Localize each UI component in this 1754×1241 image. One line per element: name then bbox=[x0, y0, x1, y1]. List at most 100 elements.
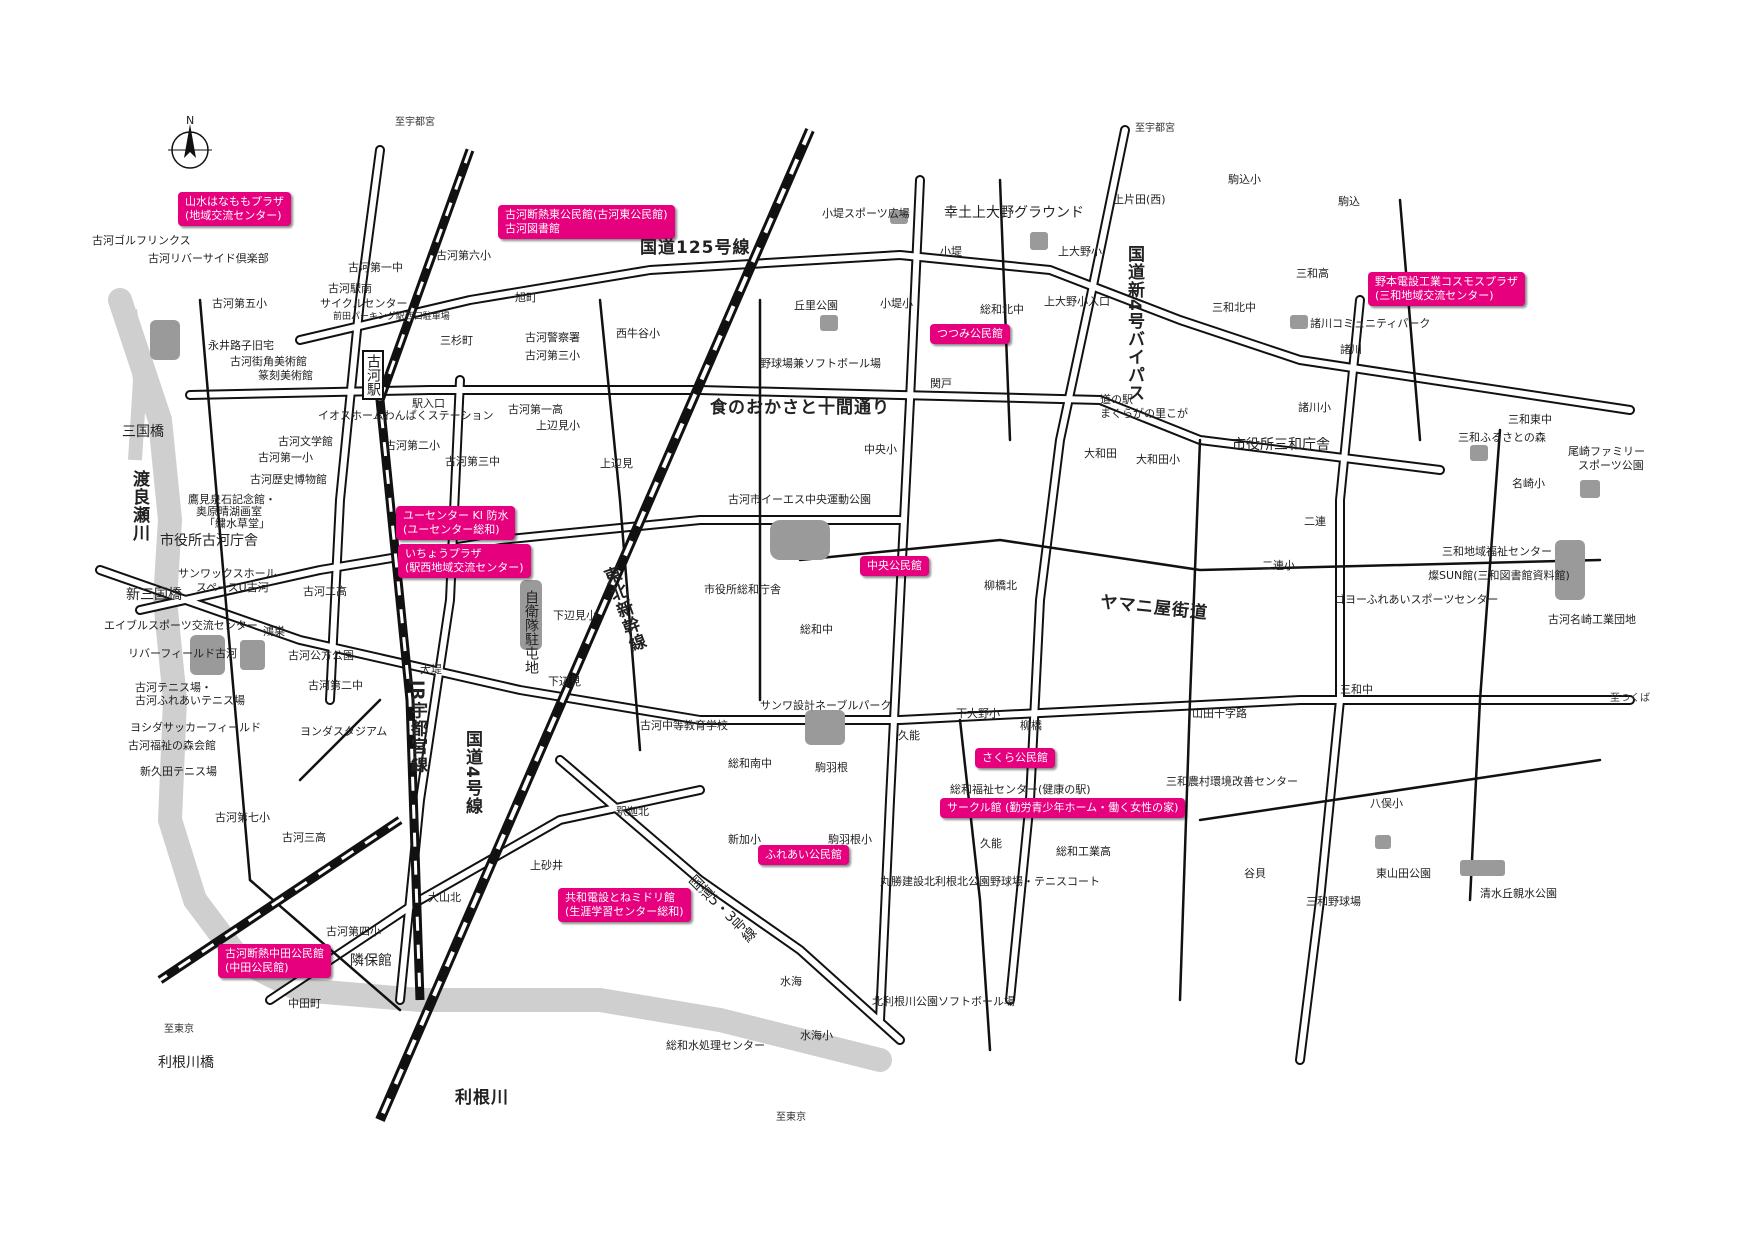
road-bypass: 国道新4号バイパス bbox=[1124, 245, 1144, 402]
circle-line1: サークル館 (勤労青少年ホーム・働く女性の家) bbox=[947, 801, 1179, 814]
icho-line2: (駅西地域交流センター) bbox=[405, 560, 524, 574]
dest-utsunomiya-e: 至宇都宮 bbox=[1135, 123, 1175, 134]
road-r4: 国道4号線 bbox=[462, 730, 482, 815]
lbl-riverfield: リバーフィールド古河 bbox=[128, 647, 238, 660]
label-icho-plaza[interactable]: いちょうプラザ (駅西地域交流センター) bbox=[398, 544, 531, 578]
label-yucenter[interactable]: ユーセンター KI 防水 (ユーセンター総和) bbox=[396, 506, 516, 540]
lbl-daishi: 古河第四小 bbox=[326, 925, 381, 938]
lbl-komahane-sho: 駒羽根小 bbox=[828, 833, 872, 846]
lbl-yoshida-field: ヨシダサッカーフィールド bbox=[130, 721, 262, 734]
lbl-rekishi: 古河歴史博物館 bbox=[250, 473, 327, 486]
lbl-daiichichu: 古河第一中 bbox=[348, 261, 403, 274]
lbl-daisan: 古河第三小 bbox=[525, 349, 580, 362]
dest-tokyo-w: 至東京 bbox=[164, 1024, 194, 1035]
lbl-daisanchu: 古河第三中 bbox=[445, 455, 500, 468]
watarase-river bbox=[108, 288, 892, 1072]
lbl-ableks: エイブルスポーツ交流センター bbox=[104, 619, 258, 632]
lbl-ekiminami: 古河駅南 bbox=[328, 282, 372, 295]
lbl-kamiono-sho: 上大野小 bbox=[1058, 245, 1102, 258]
lbl-komahane: 駒羽根 bbox=[815, 761, 848, 774]
lbl-takami: 鷹見泉石記念館・ bbox=[188, 493, 276, 506]
lbl-nagai: 永井路子旧宅 bbox=[208, 339, 274, 352]
lbl-golf: 古河ゴルフリンクス bbox=[92, 234, 191, 247]
label-fureai-kominkan[interactable]: ふれあい公民館 bbox=[758, 845, 849, 865]
lbl-fukushi-center: 総和福祉センター(健康の駅) bbox=[950, 783, 1091, 796]
label-tsutsumi[interactable]: つつみ公民館 bbox=[930, 324, 1010, 344]
label-sakura-kominkan[interactable]: さくら公民館 bbox=[975, 748, 1055, 768]
lbl-shimooono: 下大野小 bbox=[956, 707, 1000, 720]
lbl-ooyamakita: 大山北 bbox=[428, 891, 461, 904]
watarase-river-branch bbox=[123, 309, 148, 461]
dest-tsukuba: 至つくば bbox=[1610, 693, 1650, 704]
label-circle-kan[interactable]: サークル館 (勤労青少年ホーム・働く女性の家) bbox=[940, 798, 1186, 818]
lbl-yamada: 山田十字路 bbox=[1192, 707, 1247, 720]
lbl-niko: 古河二高 bbox=[303, 585, 347, 598]
lbl-kamiono-iriguchi: 上大野小入口 bbox=[1044, 295, 1110, 308]
lbl-sunworks: サンワックスホール bbox=[178, 567, 277, 580]
lbl-kotsutsumi: 小堤 bbox=[940, 245, 962, 258]
label-koga-higashi[interactable]: 古河断熱東公民館(古河東公民館) 古河図書館 bbox=[498, 205, 675, 239]
lbl-shimobemi: 下辺見 bbox=[548, 675, 581, 688]
lbl-michinoeki: 道の駅 bbox=[1100, 393, 1133, 406]
lbl-makuraga: まくらがの里こが bbox=[1100, 407, 1188, 420]
lbl-cycle-center: サイクルセンター bbox=[320, 297, 408, 310]
road-r125: 国道125号線 bbox=[640, 238, 751, 258]
koga-station[interactable]: 古河駅 bbox=[362, 350, 384, 400]
nomoto-line2: (三和地域交流センター) bbox=[1375, 288, 1494, 302]
road-jr: JR宇都宮線 bbox=[407, 680, 427, 774]
yucenter-line2: (ユーセンター総和) bbox=[403, 522, 500, 536]
label-sansui-plaza[interactable]: 山水はなももプラザ (地域交流センター) bbox=[178, 192, 291, 226]
sansui-line2: (地域交流センター) bbox=[185, 208, 282, 222]
label-nakada-kominkan[interactable]: 古河断熱中田公民館 (中田公民館) bbox=[218, 944, 331, 978]
lbl-fureai-tennis: 古河ふれあいテニス場 bbox=[135, 694, 245, 707]
label-nomoto-cosmos[interactable]: 野本電設工業コスモスプラザ (三和地域交流センター) bbox=[1368, 272, 1525, 306]
dest-tokyo-s: 至東京 bbox=[776, 1112, 806, 1123]
lbl-daiichisho: 古河第一小 bbox=[258, 451, 313, 464]
lbl-mizumi-sho: 水海小 bbox=[800, 1029, 833, 1042]
lbl-nirenbashi: 二連 bbox=[1304, 515, 1326, 528]
lbl-sanko: 古河三高 bbox=[282, 831, 326, 844]
lbl-nakadamachi: 中田町 bbox=[288, 997, 321, 1010]
lbl-kobori-sports: 小堤スポーツ広場 bbox=[822, 207, 910, 220]
lbl-chuo-sho: 中央小 bbox=[864, 443, 897, 456]
river-watarase: 渡良瀬川 bbox=[129, 470, 149, 542]
sansui-line1: 山水はなももプラザ bbox=[185, 195, 284, 208]
lbl-kamisunai: 上砂井 bbox=[530, 859, 563, 872]
lbl-marukatsu: 丸勝建設北利根北公園野球場・テニスコート bbox=[880, 875, 1100, 888]
lbl-sekido: 関戸 bbox=[930, 377, 952, 390]
lbl-eies: 古河市イーエス中央運動公園 bbox=[728, 493, 871, 506]
lbl-hachiman: 八俣小 bbox=[1370, 797, 1403, 810]
lbl-niren-sho: 二連小 bbox=[1262, 559, 1295, 572]
lbl-asahimachi: 旭町 bbox=[515, 291, 537, 304]
lbl-sanwa-ko: 三和高 bbox=[1296, 267, 1329, 280]
lbl-yakyu: 野球場兼ソフトボール場 bbox=[760, 357, 881, 370]
lbl-kouen: 古河公方公園 bbox=[288, 649, 354, 662]
lbl-okamura-park: 丘里公園 bbox=[794, 299, 838, 312]
road-network bbox=[95, 125, 1635, 1065]
lbl-riverside: 古河リバーサイド倶楽部 bbox=[148, 252, 269, 265]
compass-rose bbox=[168, 124, 212, 169]
lbl-shakujimachi: 釈迦北 bbox=[616, 805, 649, 818]
sakura-line1: さくら公民館 bbox=[982, 751, 1048, 764]
lbl-shimizu: 清水丘親水公園 bbox=[1480, 887, 1557, 900]
lbl-sanwa-office: 市役所三和庁舎 bbox=[1232, 437, 1330, 453]
lbl-kounosu: 鴻巣 bbox=[263, 625, 285, 638]
lbl-kamibemi-sho: 上辺見小 bbox=[536, 419, 580, 432]
lbl-sugimachi: 三杉町 bbox=[440, 334, 473, 347]
lbl-oowada-sho: 大和田小 bbox=[1136, 453, 1180, 466]
label-chuo-kominkan[interactable]: 中央公民館 bbox=[860, 556, 929, 576]
yucenter-line1: ユーセンター KI 防水 bbox=[403, 509, 509, 522]
lbl-sanwa-nouson: 三和農村環境改善センター bbox=[1166, 775, 1298, 788]
label-kyowa-midori[interactable]: 共和電設とねミドリ館 (生涯学習センター総和) bbox=[558, 888, 691, 922]
higashi-line2: 古河図書館 bbox=[505, 221, 560, 235]
tsutsumi-line1: つつみ公民館 bbox=[937, 327, 1003, 340]
lbl-sun-kan: 燦SUN館(三和図書館資料館) bbox=[1428, 569, 1570, 582]
lbl-komagome-sho: 駒込小 bbox=[1228, 173, 1261, 186]
lbl-sowa-office: 市役所総和庁舎 bbox=[704, 583, 781, 596]
lbl-tanigai: 谷貝 bbox=[1244, 867, 1266, 880]
icho-line1: いちょうプラザ bbox=[405, 547, 482, 560]
dest-utsunomiya-w: 至宇都宮 bbox=[395, 117, 435, 128]
kyowa-line1: 共和電設とねミドリ館 bbox=[565, 891, 675, 904]
lbl-ozaki-family: 尾崎ファミリー bbox=[1568, 445, 1645, 458]
lbl-tennis: 古河テニス場・ bbox=[135, 681, 212, 694]
